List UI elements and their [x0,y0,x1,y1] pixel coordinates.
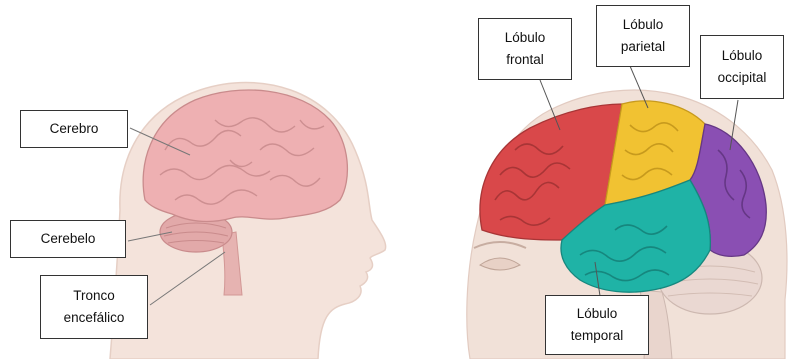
label-lobulo-temporal: Lóbulo temporal [545,295,649,355]
label-tronco-encefalico: Tronco encefálico [40,275,148,339]
label-cerebro: Cerebro [20,110,128,148]
label-lobulo-occipital: Lóbulo occipital [700,35,784,99]
label-lobulo-frontal: Lóbulo frontal [478,18,572,80]
label-lobulo-parietal: Lóbulo parietal [596,5,690,67]
label-cerebelo: Cerebelo [10,220,126,258]
brain-lobes-panel: Lóbulo frontal Lóbulo parietal Lóbulo oc… [400,0,789,359]
brain-structures-panel: Cerebro Cerebelo Tronco encefálico [0,0,400,359]
